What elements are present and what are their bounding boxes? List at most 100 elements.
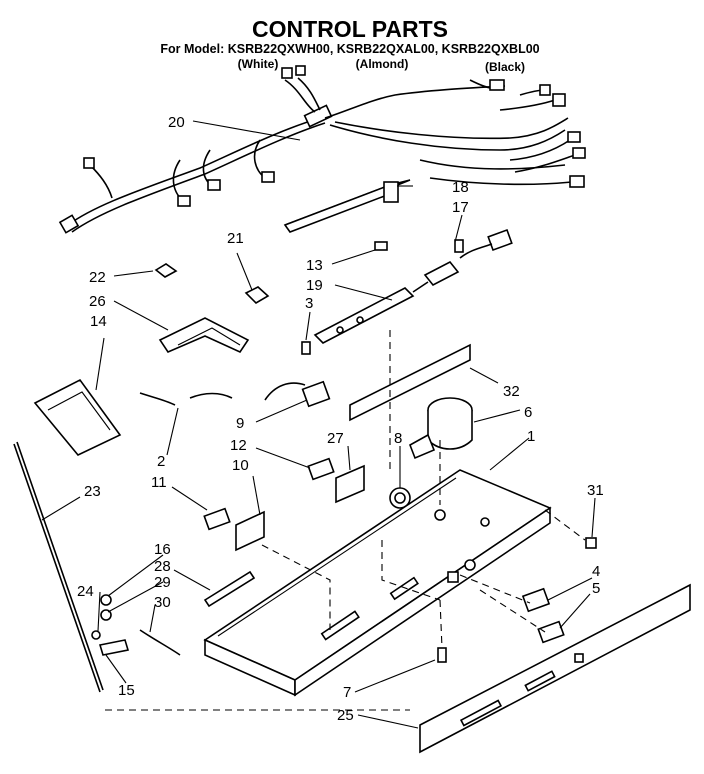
part-23-rod-edge (16, 441, 104, 691)
harness-top-branch-b (297, 77, 321, 111)
callout-3: 3 (305, 295, 313, 312)
clip-21 (244, 286, 270, 305)
harness-plug-d (261, 171, 275, 183)
leader-6 (473, 409, 521, 423)
part-25-panel (419, 583, 691, 754)
callout-labels: 20 18 17 21 13 22 19 26 3 14 32 6 9 1 27… (77, 114, 604, 724)
callout-32: 32 (503, 383, 520, 400)
callout-25: 25 (337, 707, 354, 724)
leader-14 (95, 337, 105, 391)
leader-24 (97, 591, 101, 632)
callout-11: 11 (151, 474, 167, 491)
part-3-screw (301, 341, 311, 355)
leader-3 (305, 311, 311, 341)
harness-upper-run (324, 85, 506, 119)
housing-switch-port (447, 571, 459, 583)
callout-28: 28 (154, 558, 171, 575)
hardware-stack (91, 594, 130, 656)
leader-13 (331, 249, 376, 265)
housing-top (203, 469, 552, 681)
callout-30: 30 (154, 594, 171, 611)
probe-hole-a (336, 326, 344, 334)
part-11-switch (203, 507, 231, 531)
part-14-shield (33, 378, 122, 456)
shield-14 (33, 378, 122, 456)
harness-branch-a (89, 164, 113, 199)
harness-lower-run-a (329, 124, 566, 151)
leader-29 (107, 581, 164, 613)
tube-b (189, 392, 233, 399)
leader-19 (334, 284, 393, 301)
panel-slot-b (524, 670, 556, 692)
panel-face (419, 583, 691, 754)
harness-right-plug-c (567, 131, 581, 143)
wiring-harness (58, 65, 586, 234)
leader-22 (113, 270, 154, 277)
leader-10 (252, 475, 261, 516)
leader-1 (489, 437, 530, 471)
callout-1: 1 (527, 428, 535, 445)
part-27-label (335, 464, 365, 504)
harness-plug-b (177, 195, 191, 207)
strip-clip (383, 181, 399, 203)
part-21-clip (244, 286, 270, 305)
part-9-switch (264, 380, 331, 408)
part-15-bracket (98, 639, 130, 656)
color-white-label: (White) (238, 57, 279, 71)
leader-9 (255, 399, 308, 423)
part-32-gasket (349, 343, 471, 422)
callout-17: 17 (452, 199, 469, 216)
leader-27 (347, 445, 351, 471)
callout-15: 15 (118, 682, 135, 699)
leader-31 (591, 497, 596, 538)
plug-tab (454, 239, 464, 253)
callout-31: 31 (587, 482, 604, 499)
part-16-nut (100, 594, 112, 606)
harness-right-plug-d (572, 147, 586, 159)
knob-inner (394, 492, 406, 504)
callout-13: 13 (306, 257, 323, 274)
housing-slot-a (320, 610, 360, 641)
housing-rail (217, 477, 457, 637)
housing-hole-a (434, 509, 446, 521)
leader-28 (173, 569, 211, 591)
callout-14: 14 (90, 313, 107, 330)
leader-5 (559, 593, 591, 629)
harness-right-plug-b (539, 84, 551, 96)
leader-2 (166, 407, 179, 456)
part-30-spring (139, 629, 181, 656)
part-13-screw (374, 241, 388, 251)
housing-hole-c (464, 559, 476, 571)
harness-junction (303, 104, 333, 128)
harness-branch-b (172, 159, 183, 201)
dash-27 (381, 540, 441, 601)
part-4-switch (521, 587, 551, 613)
callout-21: 21 (227, 230, 244, 247)
harness-top-plug-b (295, 65, 306, 76)
part-29-washer (100, 609, 112, 621)
callout-29: 29 (154, 574, 171, 591)
diagram-title: CONTROL PARTS (252, 16, 448, 42)
part-7-screw (437, 647, 447, 663)
harness-right-plug-a (552, 93, 566, 107)
panel-hole (574, 653, 584, 663)
callout-8: 8 (394, 430, 402, 447)
callout-2: 2 (157, 453, 165, 470)
dash-10 (261, 544, 331, 630)
leader-15 (105, 654, 127, 684)
leader-26 (113, 300, 169, 331)
leader-16 (107, 554, 164, 597)
part-24-washer (91, 630, 101, 640)
harness-top-branch-a (284, 79, 316, 113)
strip-edge (283, 184, 397, 233)
clip-22 (154, 263, 178, 278)
harness-right-branch-f (419, 159, 566, 170)
callout-24: 24 (77, 583, 94, 600)
probe-hole-b (356, 316, 364, 324)
callout-6: 6 (524, 404, 532, 421)
callout-23: 23 (84, 483, 101, 500)
callout-20: 20 (168, 114, 185, 131)
callout-7: 7 (343, 684, 351, 701)
control-terminal (409, 433, 436, 460)
